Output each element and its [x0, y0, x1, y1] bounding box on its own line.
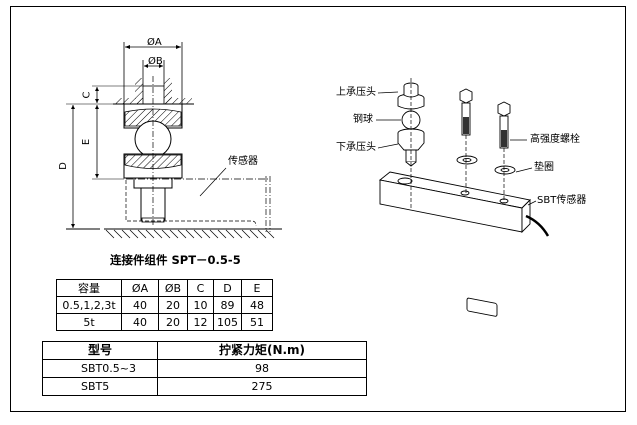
- table-row: 0.5,1,2,3t 40 20 10 89 48: [56, 296, 273, 314]
- table-cell: 275: [157, 377, 367, 396]
- table-header-row: 容量 ØA ØB C D E: [56, 279, 273, 297]
- table-cell: 12: [187, 313, 214, 331]
- sbt-sensor-label: SBT传感器: [537, 195, 587, 206]
- header-cell-model: 型号: [42, 341, 158, 360]
- table-cell: SBT0.5~3: [42, 359, 158, 378]
- table-cell: 89: [213, 296, 242, 314]
- table-cell: 105: [213, 313, 242, 331]
- header-cell-torque: 拧紧力矩(N.m): [157, 341, 367, 360]
- table-cell: 10: [187, 296, 214, 314]
- table-cell: 98: [157, 359, 367, 378]
- table-header-row: 型号 拧紧力矩(N.m): [42, 341, 367, 360]
- lower-pressure-head-label: 下承压头: [336, 142, 376, 153]
- upper-pressure-head-label: 上承压头: [336, 87, 376, 98]
- sensor-label: 传感器: [228, 156, 258, 167]
- table-cell: 40: [121, 313, 159, 331]
- table-row: 5t 40 20 12 105 51: [56, 313, 273, 331]
- table-cell: 40: [121, 296, 159, 314]
- document-frame: [10, 6, 626, 412]
- dimension-a-label: ØA: [147, 37, 162, 48]
- torque-table: 型号 拧紧力矩(N.m) SBT0.5~3 98 SBT5 275: [42, 341, 367, 396]
- washer-label: 垫圈: [534, 162, 554, 173]
- table-cell: SBT5: [42, 377, 158, 396]
- table-cell: 5t: [56, 313, 122, 331]
- table-row: SBT0.5~3 98: [42, 359, 367, 378]
- table-cell: 20: [158, 296, 188, 314]
- header-cell-e: E: [241, 279, 273, 297]
- dimension-b-label: ØB: [148, 56, 163, 67]
- header-cell-d: D: [213, 279, 242, 297]
- header-cell-c: C: [187, 279, 214, 297]
- steel-ball-label: 钢球: [353, 114, 373, 125]
- table-cell: 20: [158, 313, 188, 331]
- header-cell-dia-a: ØA: [121, 279, 159, 297]
- table-row: SBT5 275: [42, 377, 367, 396]
- table-cell: 48: [241, 296, 273, 314]
- high-strength-bolt-label: 高强度螺栓: [530, 134, 580, 145]
- spec-table: 容量 ØA ØB C D E 0.5,1,2,3t 40 20 10 89 48…: [56, 279, 273, 331]
- table-cell: 0.5,1,2,3t: [56, 296, 122, 314]
- header-cell-dia-b: ØB: [158, 279, 188, 297]
- spec-table-title: 连接件组件 SPT－0.5-5: [110, 253, 241, 267]
- header-cell-capacity: 容量: [56, 279, 122, 297]
- table-cell: 51: [241, 313, 273, 331]
